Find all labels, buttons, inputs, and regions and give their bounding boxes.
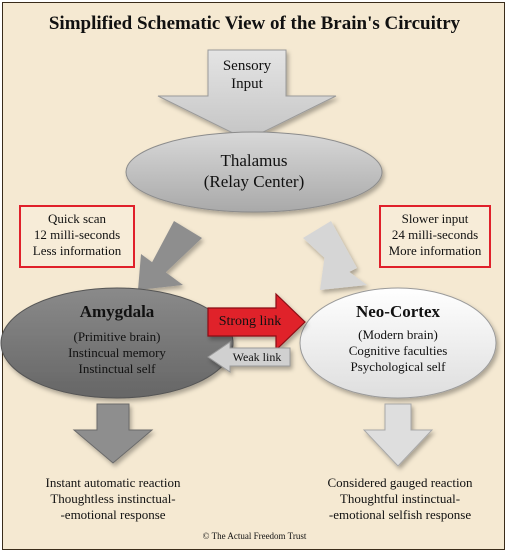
weak-link-arrow — [207, 341, 291, 373]
strong-link-label: Strong link — [218, 314, 282, 329]
neocortex-line1: (Modern brain) — [358, 327, 438, 342]
quick-scan-line2: 12 milli-seconds — [33, 227, 121, 242]
right-output-line1: Considered gauged reaction — [327, 475, 473, 490]
neocortex-name: Neo-Cortex — [355, 302, 440, 321]
right-output-text: Considered gauged reaction Thoughtful in… — [300, 475, 500, 523]
left-output-arrow — [72, 403, 154, 464]
sensory-input-arrow — [157, 49, 337, 141]
slower-input-box — [379, 205, 491, 268]
thalamus-ellipse — [125, 131, 383, 213]
slower-input-line3: More information — [388, 243, 482, 258]
right-output-line3: -emotional selfish response — [328, 507, 472, 522]
right-output-line2: Thoughtful instinctual- — [339, 491, 461, 506]
copyright-text: © The Actual Freedom Trust — [202, 531, 307, 541]
sensory-line1: Sensory — [222, 58, 272, 74]
amygdala-line1: (Primitive brain) — [73, 329, 161, 344]
strong-link-arrow — [207, 292, 306, 352]
quick-path-arrow — [138, 221, 202, 290]
right-output-arrow — [362, 403, 434, 467]
slow-path-arrow — [303, 221, 367, 290]
amygdala-line2: Instincual memory — [68, 345, 166, 360]
quick-scan-line1: Quick scan — [47, 211, 107, 226]
left-output-line2: Thoughtless instinctual- — [50, 491, 176, 506]
quick-scan-text: Quick scan 12 milli-seconds Less informa… — [19, 211, 135, 259]
quick-scan-line3: Less information — [32, 243, 122, 258]
neocortex-label: Neo-Cortex (Modern brain) Cognitive facu… — [303, 301, 493, 375]
thalamus-label: Thalamus (Relay Center) — [154, 150, 354, 192]
sensory-line2: Input — [231, 76, 263, 92]
amygdala-ellipse — [0, 287, 234, 399]
sensory-input-label: Sensory Input — [197, 57, 297, 93]
amygdala-label: Amygdala (Primitive brain) Instincual me… — [17, 301, 217, 377]
amygdala-line3: Instinctual self — [78, 361, 156, 376]
neocortex-ellipse — [299, 287, 497, 399]
left-output-text: Instant automatic reaction Thoughtless i… — [8, 475, 218, 523]
neocortex-line3: Psychological self — [350, 359, 446, 374]
weak-link-label: Weak link — [232, 350, 282, 364]
slower-input-text: Slower input 24 milli-seconds More infor… — [379, 211, 491, 259]
amygdala-name: Amygdala — [79, 302, 155, 321]
thalamus-line1: Thalamus — [220, 151, 288, 170]
thalamus-line2: (Relay Center) — [203, 172, 305, 191]
slower-input-line1: Slower input — [401, 211, 469, 226]
slower-input-line2: 24 milli-seconds — [391, 227, 479, 242]
left-output-line1: Instant automatic reaction — [45, 475, 181, 490]
neocortex-line2: Cognitive faculties — [348, 343, 448, 358]
left-output-line3: -emotional response — [60, 507, 166, 522]
diagram-title: Simplified Schematic View of the Brain's… — [48, 13, 461, 34]
quick-scan-box — [19, 205, 135, 268]
